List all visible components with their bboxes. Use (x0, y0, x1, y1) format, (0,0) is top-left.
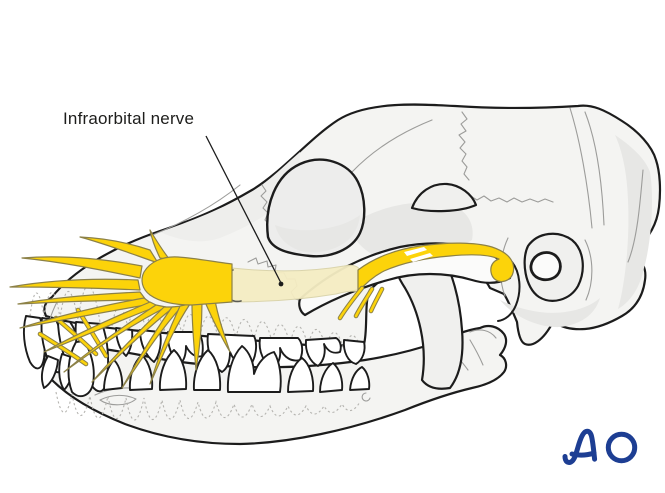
annotation-leader-line (205, 135, 284, 287)
tooth-roots-lower (55, 391, 361, 421)
lower-carnassial (226, 345, 282, 393)
leader-endpoint-dot (278, 281, 284, 287)
nasal-shade (160, 152, 300, 242)
nerve-trunk (141, 256, 233, 306)
logo-letter-a (562, 428, 598, 465)
zygomatic-arch (298, 242, 512, 317)
logo-letter-a-crossbar (569, 450, 597, 458)
ear-canal (529, 251, 562, 282)
ao-logo (562, 428, 638, 465)
retroarticular-line (497, 261, 521, 322)
infraorbital-nerve (9, 229, 515, 389)
orbit (266, 158, 366, 258)
tympanic-bulla (523, 232, 584, 302)
squamosal-shade (500, 298, 600, 328)
postorbital-process (410, 182, 478, 213)
logo-letter-o (605, 431, 638, 464)
mental-foramen (361, 392, 371, 402)
nerve-caudal-trunk (357, 242, 515, 293)
nerve-twigs (337, 285, 385, 321)
nerve-branches (9, 229, 231, 389)
annotation-label: Infraorbital nerve (63, 109, 195, 128)
nerve-fascicle-stripes (404, 247, 433, 262)
